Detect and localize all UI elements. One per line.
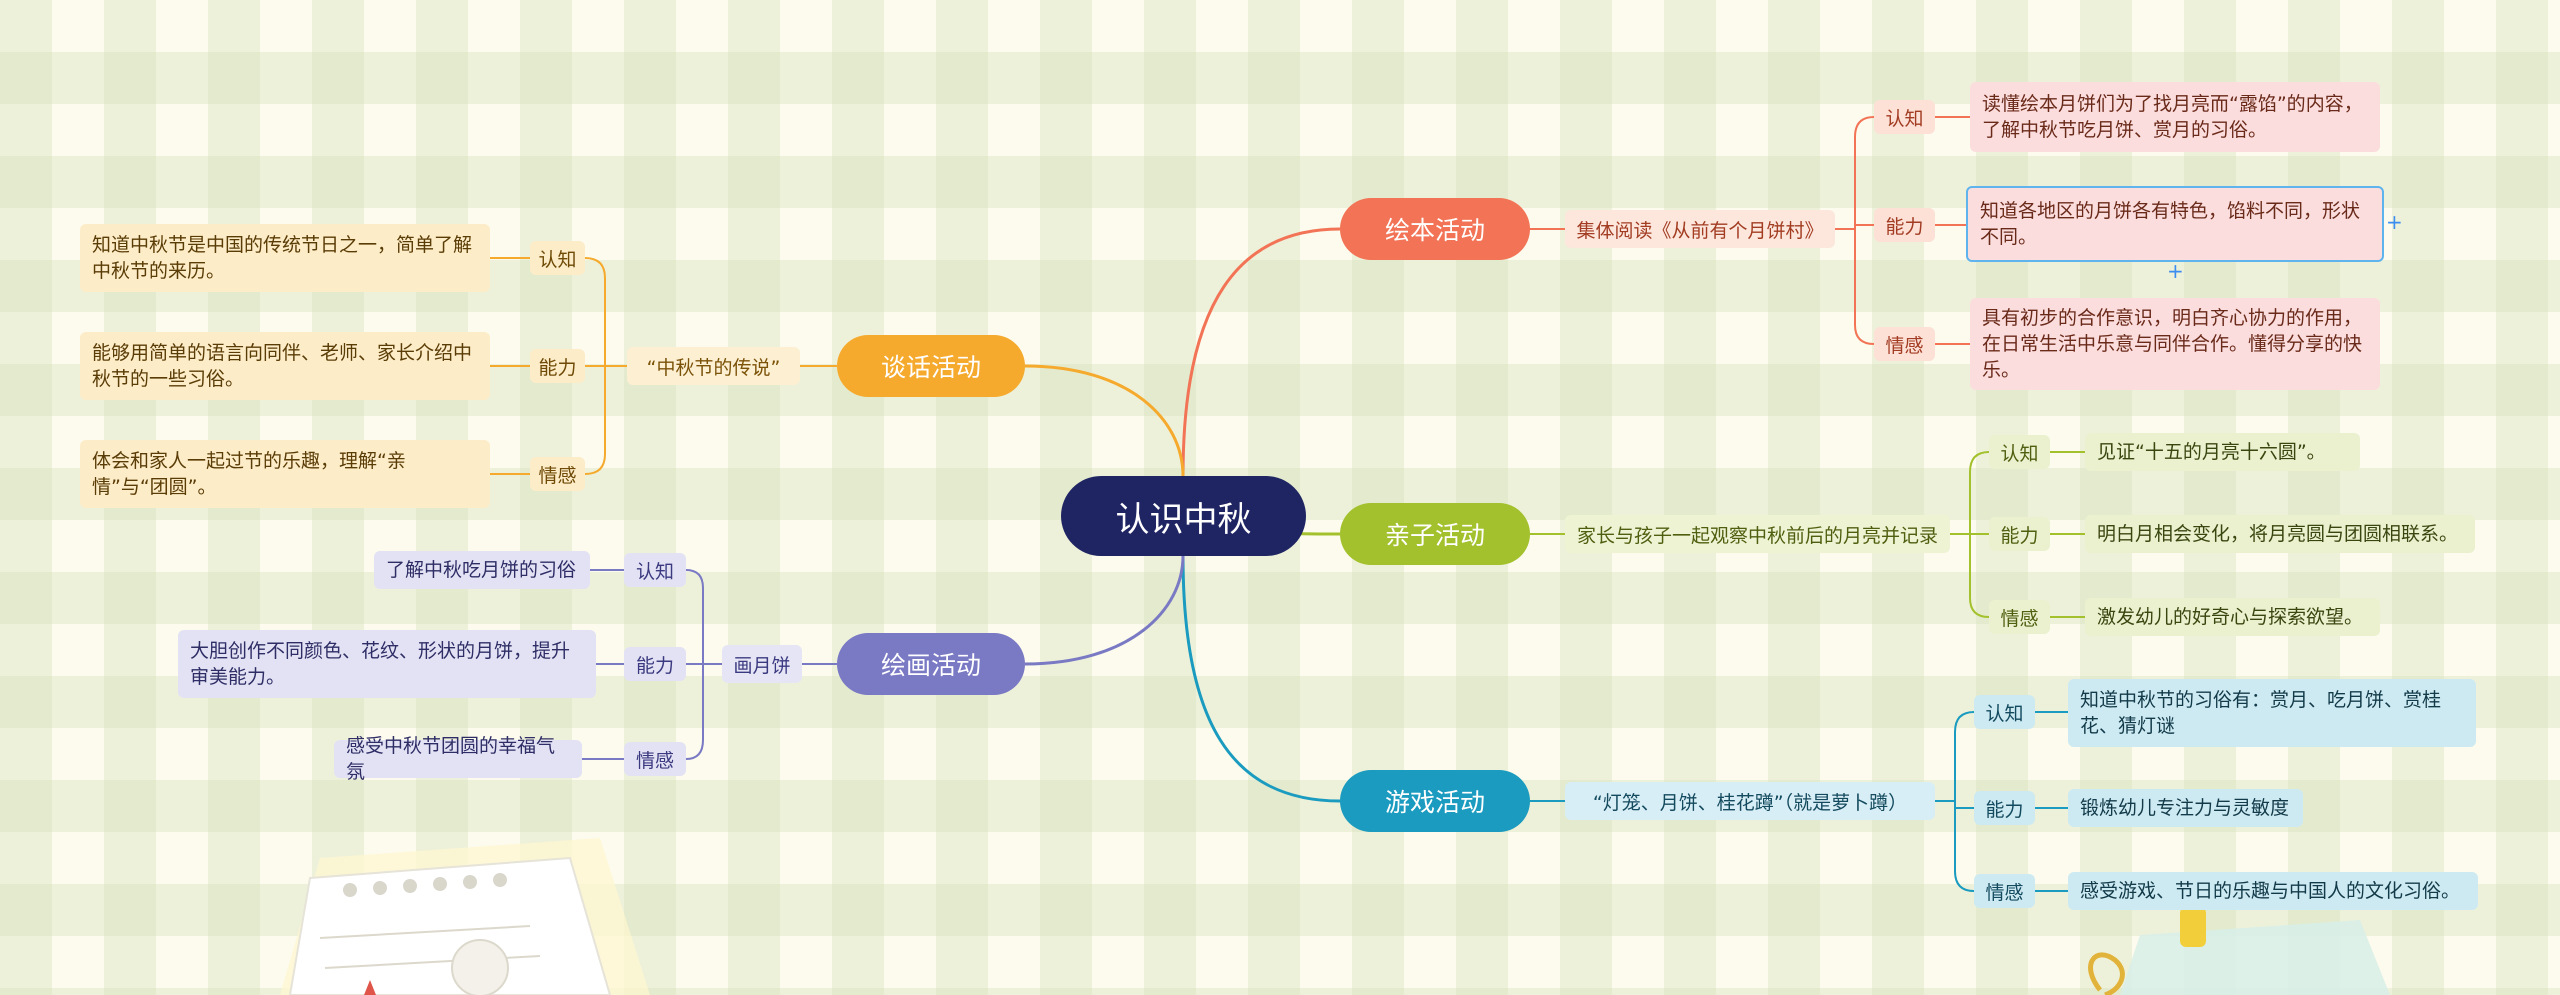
label-drawing-ability[interactable]: 能力 (624, 647, 686, 681)
label-talk-ability[interactable]: 能力 (530, 349, 585, 383)
leaf-text: 体会和家人一起过节的乐趣，理解“亲情”与“团圆”。 (92, 450, 406, 498)
leaf-talk-ability[interactable]: 能够用简单的语言向同伴、老师、家长介绍中秋节的一些习俗。 (80, 332, 490, 400)
leaf-text: 知道中秋节的习俗有：赏月、吃月饼、赏桂花、猜灯谜 (2080, 689, 2442, 737)
leaf-picture-book-emotion[interactable]: 具有初步的合作意识，明白齐心协力的作用，在日常生活中乐意与同伴合作。懂得分享的快… (1970, 298, 2380, 390)
topic-talk[interactable]: “中秋节的传说” (627, 347, 800, 385)
leaf-drawing-emotion[interactable]: 感受中秋节团圆的幸福气氛 (334, 735, 582, 783)
leaf-talk-emotion[interactable]: 体会和家人一起过节的乐趣，理解“亲情”与“团圆”。 (80, 440, 490, 508)
paper-clip-note-sticker (2088, 907, 2390, 995)
branch-drawing[interactable]: 绘画活动 (837, 633, 1025, 695)
label-picture-book-cognition[interactable]: 认知 (1874, 100, 1935, 134)
leaf-text: 知道各地区的月饼各有特色，馅料不同，形状不同。 (1980, 200, 2361, 248)
topic-game[interactable]: “灯笼、月饼、桂花蹲”（就是萝卜蹲） (1565, 782, 1935, 820)
leaf-text: 能够用简单的语言向同伴、老师、家长介绍中秋节的一些习俗。 (92, 342, 473, 390)
leaf-text: 知道中秋节是中国的传统节日之一，简单了解中秋节的来历。 (92, 234, 473, 282)
topic-drawing[interactable]: 画月饼 (722, 645, 802, 683)
label-game-ability[interactable]: 能力 (1974, 791, 2035, 825)
leaf-talk-cognition[interactable]: 知道中秋节是中国的传统节日之一，简单了解中秋节的来历。 (80, 224, 490, 292)
branch-picture-book[interactable]: 绘本活动 (1340, 198, 1530, 260)
notepad-sticker (280, 838, 650, 995)
label-game-emotion[interactable]: 情感 (1974, 874, 2035, 908)
add-child-plus-icon[interactable]: + (2167, 259, 2184, 283)
label-talk-emotion[interactable]: 情感 (530, 457, 585, 491)
label-parent-child-emotion[interactable]: 情感 (1989, 600, 2050, 634)
branch-game[interactable]: 游戏活动 (1340, 770, 1530, 832)
label-drawing-cognition[interactable]: 认知 (624, 553, 686, 587)
root-node[interactable]: 认识中秋 (1061, 476, 1306, 556)
leaf-text: 明白月相会变化，将月亮圆与团圆相联系。 (2097, 523, 2459, 545)
branch-talk[interactable]: 谈话活动 (837, 335, 1025, 397)
label-game-cognition[interactable]: 认知 (1974, 695, 2035, 729)
label-picture-book-emotion[interactable]: 情感 (1874, 327, 1935, 361)
leaf-picture-book-ability[interactable]: 知道各地区的月饼各有特色，馅料不同，形状不同。 (1966, 186, 2384, 262)
leaf-parent-child-cognition[interactable]: 见证“十五的月亮十六圆”。 (2085, 433, 2360, 471)
label-talk-cognition[interactable]: 认知 (530, 241, 585, 275)
leaf-text: 感受游戏、节日的乐趣与中国人的文化习俗。 (2080, 880, 2461, 902)
leaf-text: 感受中秋节团圆的幸福气氛 (346, 735, 556, 783)
leaf-drawing-ability[interactable]: 大胆创作不同颜色、花纹、形状的月饼，提升审美能力。 (178, 630, 596, 698)
label-parent-child-cognition[interactable]: 认知 (1989, 435, 2050, 469)
leaf-text: 读懂绘本月饼们为了找月亮而“露馅”的内容，了解中秋节吃月饼、赏月的习俗。 (1982, 93, 2363, 141)
leaf-text: 具有初步的合作意识，明白齐心协力的作用，在日常生活中乐意与同伴合作。懂得分享的快… (1982, 307, 2363, 381)
leaf-parent-child-emotion[interactable]: 激发幼儿的好奇心与探索欲望。 (2085, 598, 2380, 636)
leaf-text: 了解中秋吃月饼的习俗 (386, 559, 577, 581)
leaf-text: 锻炼幼儿专注力与灵敏度 (2080, 797, 2290, 819)
leaf-parent-child-ability[interactable]: 明白月相会变化，将月亮圆与团圆相联系。 (2085, 515, 2475, 553)
add-sibling-plus-icon[interactable]: + (2386, 210, 2403, 234)
branch-parent-child[interactable]: 亲子活动 (1340, 503, 1530, 565)
label-parent-child-ability[interactable]: 能力 (1989, 517, 2050, 551)
leaf-game-emotion[interactable]: 感受游戏、节日的乐趣与中国人的文化习俗。 (2068, 872, 2478, 910)
leaf-text: 激发幼儿的好奇心与探索欲望。 (2097, 606, 2364, 628)
leaf-game-cognition[interactable]: 知道中秋节的习俗有：赏月、吃月饼、赏桂花、猜灯谜 (2068, 679, 2476, 747)
topic-picture-book[interactable]: 集体阅读《从前有个月饼村》 (1565, 210, 1835, 248)
label-picture-book-ability[interactable]: 能力 (1874, 208, 1935, 242)
leaf-picture-book-cognition[interactable]: 读懂绘本月饼们为了找月亮而“露馅”的内容，了解中秋节吃月饼、赏月的习俗。 (1970, 82, 2380, 152)
topic-parent-child[interactable]: 家长与孩子一起观察中秋前后的月亮并记录 (1565, 515, 1950, 553)
leaf-text: 见证“十五的月亮十六圆”。 (2097, 441, 2326, 463)
leaf-game-ability[interactable]: 锻炼幼儿专注力与灵敏度 (2068, 789, 2303, 827)
label-drawing-emotion[interactable]: 情感 (624, 742, 686, 776)
leaf-drawing-cognition[interactable]: 了解中秋吃月饼的习俗 (374, 551, 590, 589)
leaf-text: 大胆创作不同颜色、花纹、形状的月饼，提升审美能力。 (190, 640, 571, 688)
